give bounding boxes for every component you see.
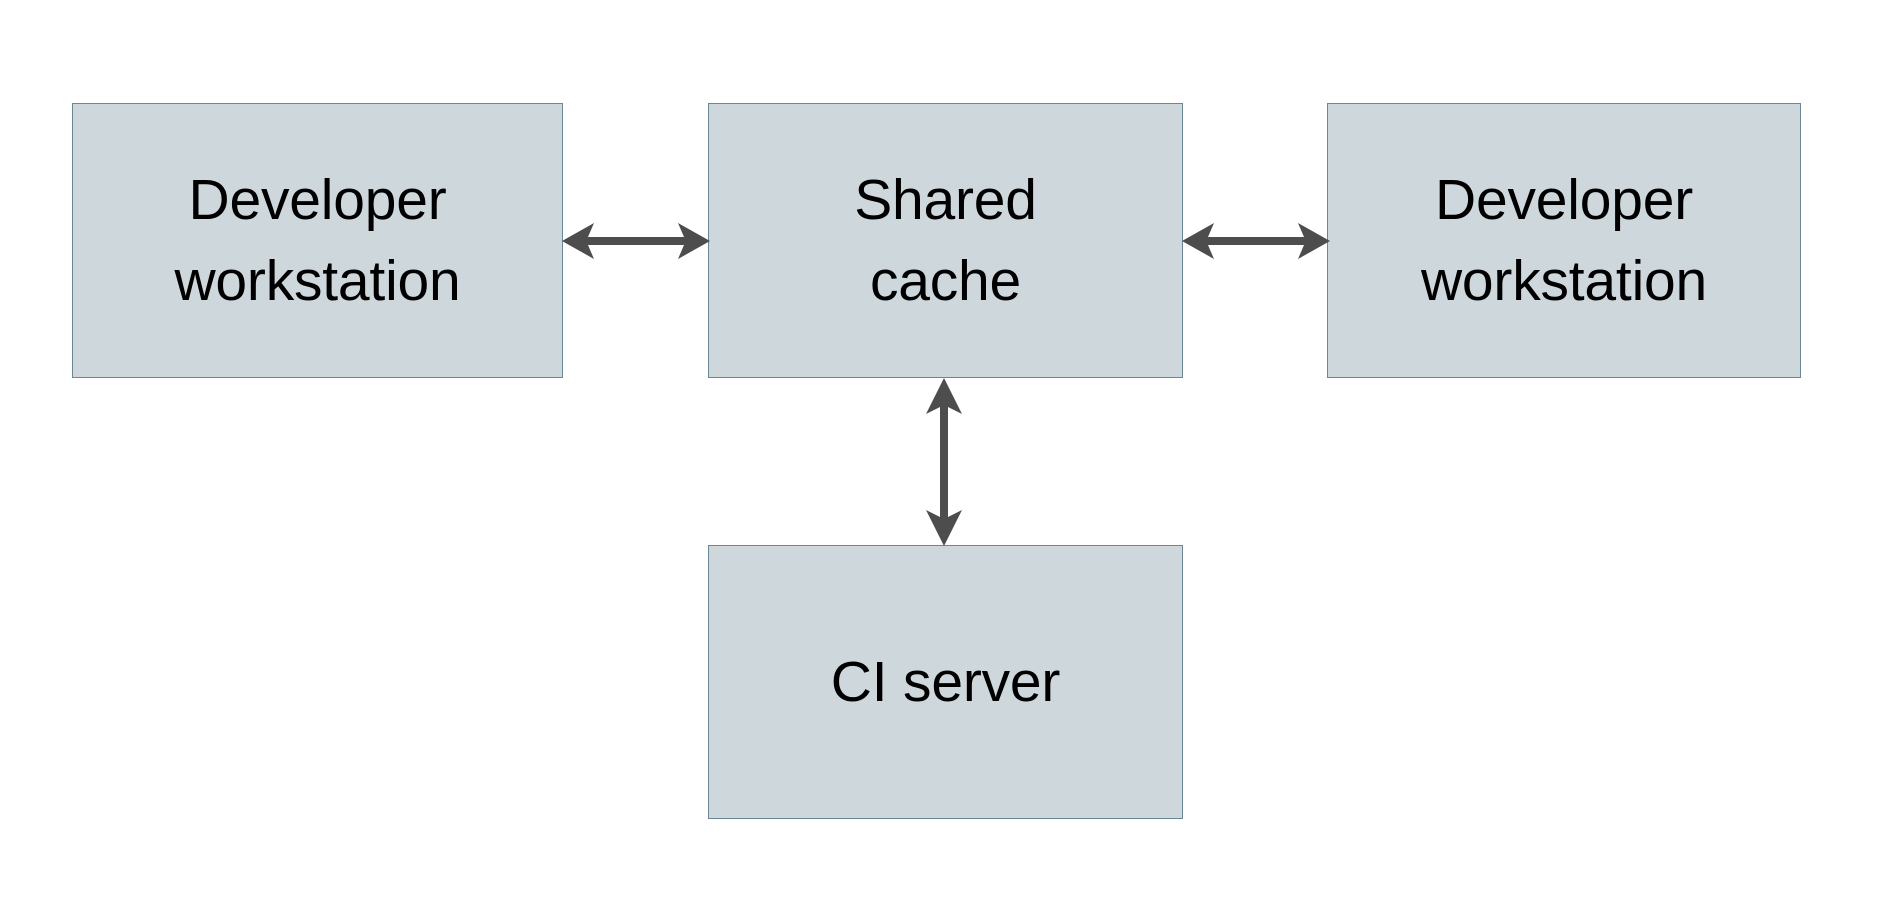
- node-label: Developer workstation: [174, 167, 461, 313]
- node-developer-workstation-left[interactable]: Developer workstation: [72, 103, 563, 378]
- node-label: CI server: [830, 649, 1061, 714]
- node-label: Shared cache: [854, 167, 1037, 313]
- node-developer-workstation-right[interactable]: Developer workstation: [1327, 103, 1801, 378]
- node-shared-cache[interactable]: Shared cache: [708, 103, 1183, 378]
- edge-shared-cache-ci-server[interactable]: [913, 374, 975, 550]
- node-label: Developer workstation: [1420, 167, 1708, 313]
- edge-shared-cache-right-workstation[interactable]: [1178, 210, 1334, 272]
- edge-left-workstation-shared-cache[interactable]: [558, 210, 714, 272]
- node-ci-server[interactable]: CI server: [708, 545, 1183, 819]
